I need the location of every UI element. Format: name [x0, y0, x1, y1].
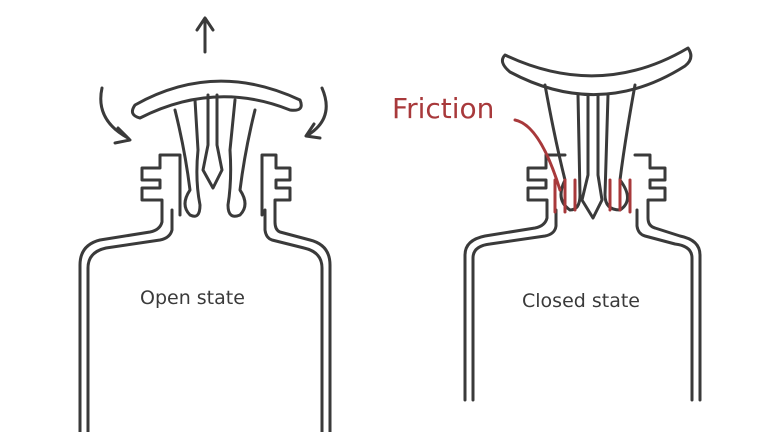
- open-state-bottle: [78, 153, 332, 432]
- closed-state-label: Closed state: [522, 290, 640, 312]
- arrow-up-icon: [195, 16, 215, 54]
- closed-state-bottle: [463, 153, 702, 402]
- friction-marks: [513, 118, 632, 214]
- closed-state-cap: [500, 46, 693, 220]
- rotate-arrow-left-icon: [99, 86, 132, 145]
- open-state-cap: [130, 79, 303, 218]
- rotate-arrow-right-icon: [304, 86, 328, 140]
- open-state-label: Open state: [140, 287, 245, 309]
- friction-label: Friction: [392, 92, 495, 125]
